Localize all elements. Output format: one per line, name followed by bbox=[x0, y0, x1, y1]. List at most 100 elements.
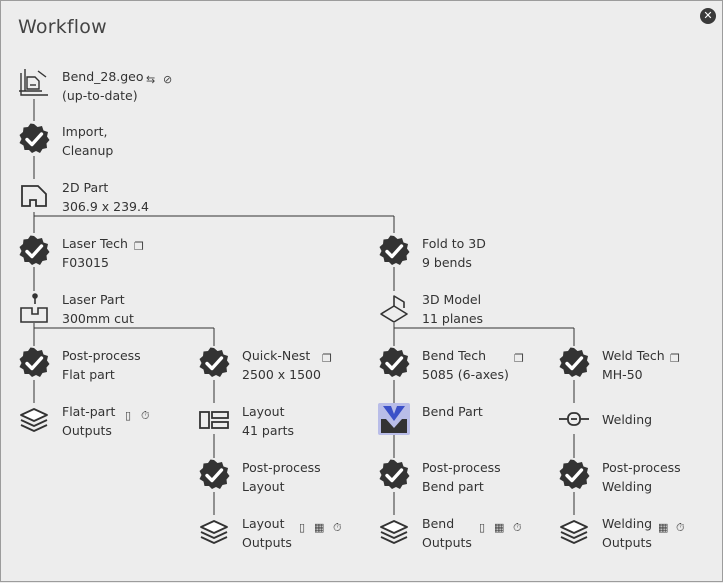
geo-file-icon bbox=[19, 69, 48, 96]
bend-outputs-value: Outputs bbox=[422, 535, 472, 550]
document-icon[interactable]: ▯ bbox=[299, 521, 306, 534]
unlink-icon[interactable]: ⊘ bbox=[163, 73, 173, 86]
post-weld-label: Post-process Welding bbox=[602, 458, 681, 496]
post-layout-value: Layout bbox=[242, 479, 285, 494]
post-flat-title: Post-process bbox=[62, 348, 141, 363]
done-badge-icon[interactable] bbox=[378, 347, 410, 379]
outputs-stack-icon[interactable] bbox=[198, 515, 230, 547]
fold-3d-label: Fold to 3D 9 bends bbox=[422, 234, 486, 272]
geo-file-label: Bend_28.geo (up-to-date) bbox=[62, 67, 144, 105]
post-flat-value: Flat part bbox=[62, 367, 115, 382]
geo-file-name: Bend_28.geo bbox=[62, 69, 144, 84]
copy-icon[interactable]: ❐ bbox=[134, 240, 144, 253]
fold-3d-value: 9 bends bbox=[422, 255, 472, 270]
fold-3d-title: Fold to 3D bbox=[422, 236, 486, 251]
weld-tech-value: MH-50 bbox=[602, 367, 643, 382]
done-badge-icon[interactable] bbox=[18, 235, 50, 267]
import-label: Import, Cleanup bbox=[62, 122, 113, 160]
part-2d-label: 2D Part 306.9 x 239.4 bbox=[62, 178, 149, 216]
done-badge-icon[interactable] bbox=[18, 123, 50, 155]
document-icon[interactable]: ▯ bbox=[125, 409, 132, 422]
laser-part-icon[interactable] bbox=[18, 292, 50, 324]
layout-icon[interactable] bbox=[198, 404, 230, 436]
cnc-icon[interactable]: ▦ bbox=[314, 521, 325, 534]
post-bend-title: Post-process bbox=[422, 460, 501, 475]
flat-outputs-title: Flat-part bbox=[62, 404, 116, 419]
post-bend-value: Bend part bbox=[422, 479, 484, 494]
window-title: Workflow bbox=[18, 16, 107, 38]
bend-tech-title: Bend Tech bbox=[422, 348, 487, 363]
laser-part-value: 300mm cut bbox=[62, 311, 134, 326]
weld-tech-label: Weld Tech MH-50 bbox=[602, 346, 665, 384]
timer-icon[interactable]: ⏱ bbox=[141, 409, 150, 422]
bend-outputs-title: Bend bbox=[422, 516, 455, 531]
laser-tech-label: Laser Tech F03015 bbox=[62, 234, 128, 272]
bend-tech-label: Bend Tech 5085 (6-axes) bbox=[422, 346, 509, 384]
done-badge-icon[interactable] bbox=[198, 347, 230, 379]
quick-nest-label: Quick-Nest 2500 x 1500 bbox=[242, 346, 321, 384]
done-badge-icon[interactable] bbox=[198, 459, 230, 491]
flat-outputs-label: Flat-part Outputs bbox=[62, 402, 115, 440]
import-line2: Cleanup bbox=[62, 143, 114, 158]
part-2d-title: 2D Part bbox=[62, 180, 109, 195]
done-badge-icon[interactable] bbox=[378, 235, 410, 267]
sync-icon[interactable]: ⇆ bbox=[146, 73, 156, 86]
quick-nest-title: Quick-Nest bbox=[242, 348, 311, 363]
cnc-icon[interactable]: ▦ bbox=[494, 521, 505, 534]
model-3d-label: 3D Model 11 planes bbox=[422, 290, 483, 328]
laser-tech-title: Laser Tech bbox=[62, 236, 128, 251]
geo-file-status: (up-to-date) bbox=[62, 88, 138, 103]
copy-icon[interactable]: ❐ bbox=[514, 352, 524, 365]
outputs-stack-icon[interactable] bbox=[558, 515, 590, 547]
post-flat-label: Post-process Flat part bbox=[62, 346, 141, 384]
bend-tech-value: 5085 (6-axes) bbox=[422, 367, 509, 382]
part-2d-size: 306.9 x 239.4 bbox=[62, 199, 149, 214]
layout-outputs-value: Outputs bbox=[242, 535, 292, 550]
model-3d-title: 3D Model bbox=[422, 292, 482, 307]
laser-part-title: Laser Part bbox=[62, 292, 125, 307]
cnc-icon[interactable]: ▦ bbox=[658, 521, 669, 534]
outputs-stack-icon[interactable] bbox=[18, 403, 50, 435]
document-icon[interactable]: ▯ bbox=[479, 521, 486, 534]
done-badge-icon[interactable] bbox=[18, 347, 50, 379]
post-layout-label: Post-process Layout bbox=[242, 458, 321, 496]
welding-label: Welding bbox=[602, 412, 653, 427]
timer-icon[interactable]: ⏱ bbox=[513, 521, 522, 534]
model-3d-value: 11 planes bbox=[422, 311, 484, 326]
quick-nest-value: 2500 x 1500 bbox=[242, 367, 321, 382]
model-3d-icon[interactable] bbox=[378, 292, 410, 324]
layout-value: 41 parts bbox=[242, 423, 295, 438]
outputs-stack-icon[interactable] bbox=[378, 515, 410, 547]
post-weld-title: Post-process bbox=[602, 460, 681, 475]
layout-title: Layout bbox=[242, 404, 285, 419]
copy-icon[interactable]: ❐ bbox=[322, 352, 332, 365]
weld-outputs-title: Welding bbox=[602, 516, 653, 531]
flat-outputs-value: Outputs bbox=[62, 423, 112, 438]
laser-tech-value: F03015 bbox=[62, 255, 109, 270]
close-icon[interactable]: ✕ bbox=[700, 8, 716, 24]
post-weld-value: Welding bbox=[602, 479, 653, 494]
timer-icon[interactable]: ⏱ bbox=[676, 521, 685, 534]
done-badge-icon[interactable] bbox=[558, 459, 590, 491]
post-bend-label: Post-process Bend part bbox=[422, 458, 501, 496]
weld-tech-title: Weld Tech bbox=[602, 348, 665, 363]
weld-outputs-value: Outputs bbox=[602, 535, 652, 550]
layout-label: Layout 41 parts bbox=[242, 402, 294, 440]
layout-outputs-label: Layout Outputs bbox=[242, 514, 292, 552]
timer-icon[interactable]: ⏱ bbox=[333, 521, 342, 534]
bend-outputs-label: Bend Outputs bbox=[422, 514, 472, 552]
welding-icon[interactable] bbox=[558, 403, 590, 435]
layout-outputs-title: Layout bbox=[242, 516, 285, 531]
post-layout-title: Post-process bbox=[242, 460, 321, 475]
weld-outputs-label: Welding Outputs bbox=[602, 514, 652, 552]
bend-part-icon[interactable] bbox=[378, 403, 410, 435]
bend-part-label: Bend Part bbox=[422, 404, 483, 419]
done-badge-icon[interactable] bbox=[378, 459, 410, 491]
done-badge-icon[interactable] bbox=[558, 347, 590, 379]
part-2d-icon[interactable] bbox=[18, 180, 50, 212]
copy-icon[interactable]: ❐ bbox=[670, 352, 680, 365]
laser-part-label: Laser Part 300mm cut bbox=[62, 290, 134, 328]
import-line1: Import, bbox=[62, 124, 108, 139]
